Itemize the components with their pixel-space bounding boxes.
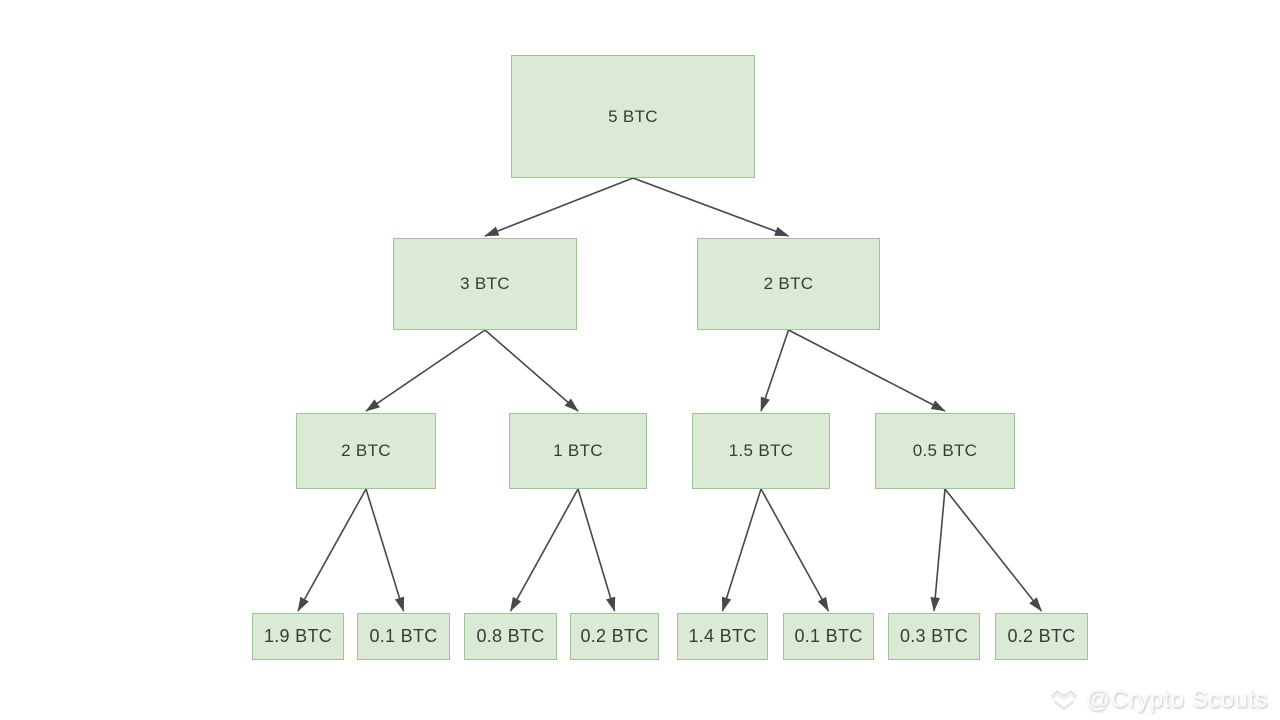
tree-leaf-0-8btc: 0.8 BTC — [464, 613, 557, 660]
tree-node-1btc: 1 BTC — [509, 413, 647, 489]
tree-node-1-5btc: 1.5 BTC — [692, 413, 830, 489]
tree-leaf-0-3btc: 0.3 BTC — [888, 613, 980, 660]
tree-node-2btc-right: 2 BTC — [697, 238, 880, 330]
tree-node-0-5btc: 0.5 BTC — [875, 413, 1015, 489]
crypto-scouts-diamond-logo-icon — [1049, 688, 1079, 712]
tree-leaf-0-1btc-b: 0.1 BTC — [783, 613, 874, 660]
tree-leaf-1-4btc: 1.4 BTC — [677, 613, 768, 660]
tree-leaf-1-9btc: 1.9 BTC — [252, 613, 344, 660]
tree-node-2btc-l3: 2 BTC — [296, 413, 436, 489]
tree-leaf-0-2btc-b: 0.2 BTC — [995, 613, 1088, 660]
tree-node-root-5btc: 5 BTC — [511, 55, 755, 178]
tree-leaf-0-2btc-a: 0.2 BTC — [570, 613, 659, 660]
watermark-handle: @Crypto Scouts — [1085, 686, 1268, 713]
tree-leaf-0-1btc-a: 0.1 BTC — [357, 613, 450, 660]
watermark: @Crypto Scouts — [1049, 686, 1268, 714]
tree-node-3btc: 3 BTC — [393, 238, 577, 330]
